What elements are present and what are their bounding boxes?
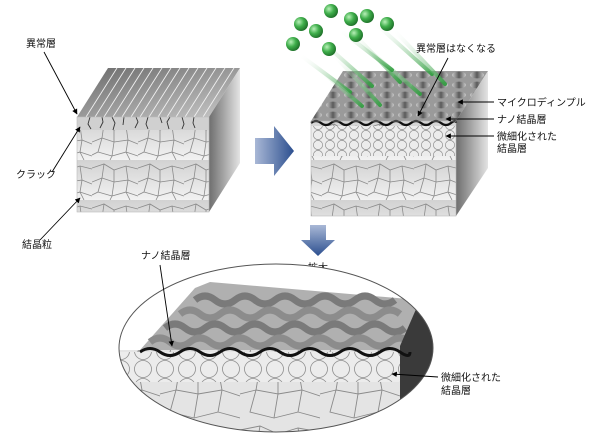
label-refined-line2: 結晶層 bbox=[497, 142, 527, 155]
leader-grain bbox=[39, 197, 81, 241]
block-after-fine-grains bbox=[311, 126, 456, 156]
process-arrow-right bbox=[255, 126, 294, 176]
label-micro-dimple: マイクロディンプル bbox=[497, 96, 586, 109]
block-after-side bbox=[456, 71, 488, 216]
crack-lines bbox=[87, 116, 196, 131]
shot-ball-icon bbox=[309, 24, 323, 38]
block-before bbox=[76, 67, 240, 213]
block-after bbox=[310, 71, 488, 217]
label-crack: クラック bbox=[16, 169, 56, 181]
label-grain: 結晶粒 bbox=[22, 238, 52, 251]
shot-ball-icon bbox=[360, 9, 374, 23]
shot-ball-icon bbox=[380, 17, 394, 31]
altered-layer-band bbox=[77, 117, 209, 130]
enlarge-arrow-down bbox=[301, 225, 335, 256]
label-altered-layer: 異常層 bbox=[26, 37, 56, 50]
shot-ball-icon bbox=[294, 17, 308, 31]
shot-ball-icon bbox=[324, 4, 338, 18]
label-zoom-nano-layer: ナノ結晶層 bbox=[141, 249, 191, 262]
leader-zoom-nano-layer bbox=[159, 264, 174, 347]
zoom-wave-rows bbox=[147, 292, 413, 350]
striation-lines bbox=[85, 67, 235, 118]
leader-no-altered-layer bbox=[417, 57, 449, 117]
shot-ball-icon bbox=[349, 28, 363, 42]
label-zoom-refined-line2: 結晶層 bbox=[441, 384, 471, 397]
zoom-view bbox=[118, 263, 434, 433]
leader-altered-layer bbox=[43, 51, 78, 115]
shot-balls bbox=[286, 4, 394, 56]
shot-ball-icon bbox=[344, 12, 358, 26]
block-before-front bbox=[77, 117, 209, 212]
label-refined-line1: 微細化された bbox=[497, 130, 557, 143]
label-zoom-refined-line1: 微細化された bbox=[441, 371, 501, 384]
leader-zoom-refined bbox=[391, 371, 439, 378]
leader-crack bbox=[51, 126, 81, 173]
zoom-ellipse-border bbox=[118, 263, 434, 433]
label-nano-layer: ナノ結晶層 bbox=[497, 113, 547, 126]
label-no-altered-layer: 異常層はなくなる bbox=[416, 42, 496, 55]
shot-ball-icon bbox=[322, 42, 336, 56]
shot-ball-icon bbox=[286, 37, 300, 51]
block-before-side bbox=[209, 68, 240, 212]
zoom-nano-wave bbox=[139, 347, 412, 357]
